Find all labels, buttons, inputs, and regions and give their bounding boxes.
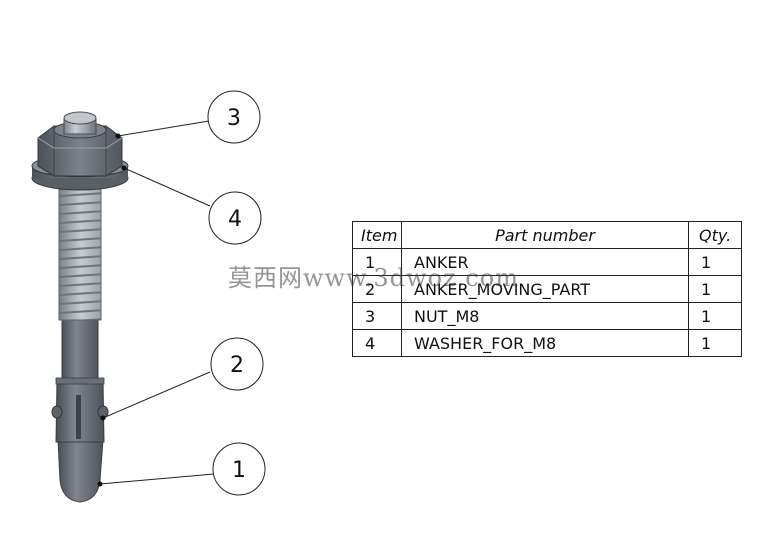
bom-qty-cell: 1 [688, 248, 742, 276]
bom-part-cell: ANKER [401, 248, 689, 276]
balloon-2: 2 [210, 337, 264, 391]
balloon-3: 3 [207, 90, 261, 144]
bom-qty-cell: 1 [688, 329, 742, 357]
leader-lines [99, 120, 215, 485]
bill-of-materials-table: Item Part number Qty. 1 ANKER 1 2 ANKER_… [352, 221, 742, 357]
bom-part-cell: NUT_M8 [401, 302, 689, 330]
bom-header-part-number: Part number [401, 221, 689, 249]
bom-part-cell: WASHER_FOR_M8 [401, 329, 689, 357]
bom-qty-cell: 1 [688, 275, 742, 303]
balloon-2-label: 2 [230, 353, 244, 378]
threaded-rod [58, 184, 102, 321]
balloon-1-label: 1 [232, 458, 246, 483]
bom-item-cell: 4 [352, 329, 402, 357]
bom-item-cell: 2 [352, 275, 402, 303]
table-row: 4 WASHER_FOR_M8 1 [352, 329, 742, 357]
anker-part [57, 317, 104, 503]
balloon-1: 1 [212, 442, 266, 496]
table-row: 2 ANKER_MOVING_PART 1 [352, 275, 742, 303]
balloon-4: 4 [208, 191, 262, 245]
balloon-4-label: 4 [228, 207, 242, 232]
balloon-3-label: 3 [227, 106, 241, 131]
bom-item-cell: 1 [352, 248, 402, 276]
bom-header-item: Item [352, 221, 402, 249]
bom-item-cell: 3 [352, 302, 402, 330]
table-row: 3 NUT_M8 1 [352, 302, 742, 330]
table-row: 1 ANKER 1 [352, 248, 742, 276]
bom-part-cell: ANKER_MOVING_PART [401, 275, 689, 303]
bom-header-row: Item Part number Qty. [352, 221, 742, 249]
bolt-tip [63, 111, 97, 135]
bom-header-qty: Qty. [688, 221, 742, 249]
anker-moving-part [51, 377, 109, 443]
bom-qty-cell: 1 [688, 302, 742, 330]
